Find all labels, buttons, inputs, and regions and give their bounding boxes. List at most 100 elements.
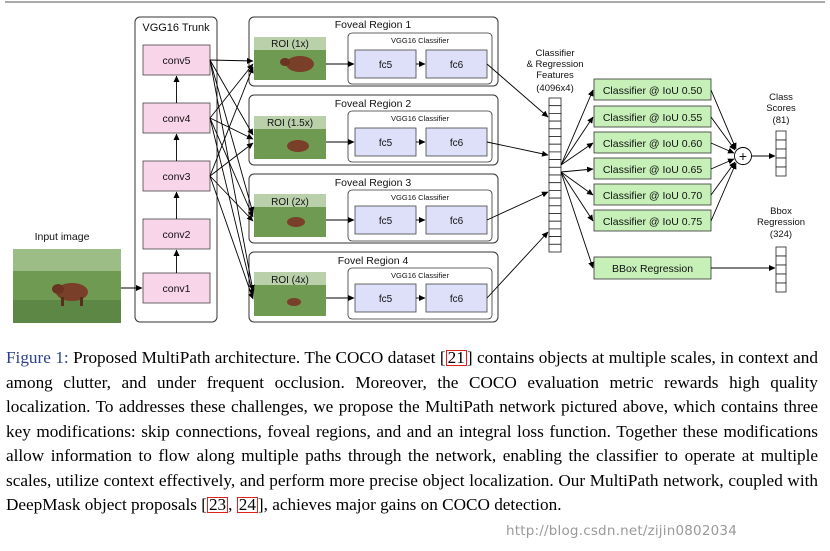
vector-cell [548, 113, 562, 122]
citation-23-link[interactable]: 23 [206, 495, 229, 514]
vector-cell [548, 220, 562, 230]
citation-21-link[interactable]: 21 [445, 348, 467, 367]
classifier-3-frame [347, 189, 493, 242]
fc6-2-box [425, 127, 488, 157]
vector-cell [775, 273, 787, 284]
vector-cell [775, 264, 787, 275]
classifier-to-sum-arrows [710, 89, 737, 222]
citation-24-link[interactable]: 24 [236, 495, 258, 514]
roi-3-label: ROI (2x) [271, 197, 309, 208]
classifier-4-frame [347, 267, 493, 320]
vector-cell [548, 120, 562, 130]
conv5-label: conv5 [162, 55, 190, 67]
trunk-frame [134, 16, 218, 323]
skip-connections [209, 57, 255, 300]
sum-symbol: + [739, 148, 747, 164]
class-scores-vector [775, 130, 787, 177]
classifier-4-title: VGG16 Classifier [391, 271, 449, 280]
class-scores-label-line1: Class [769, 92, 793, 103]
foveal-region-1: Foveal Region 1 ROI (1x) VGG16 Classifie… [248, 16, 499, 87]
vector-cell [548, 105, 562, 114]
multipath-architecture-diagram: VGG16 Trunk conv5 conv4 conv3 conv2 conv… [5, 1, 825, 323]
classifier-2-frame [347, 110, 493, 163]
vector-cell [775, 166, 787, 177]
vector-cell [775, 148, 787, 159]
vector-cell [548, 151, 562, 160]
iou-classifier-075-label: Classifier @ IoU 0.75 [603, 216, 703, 228]
fc5-3-label: fc5 [379, 216, 393, 227]
caption-text-3: ], achieves major gains on COCO detectio… [257, 495, 562, 514]
conv1-label: conv1 [162, 283, 190, 295]
features-to-classifier-arrows [560, 89, 594, 269]
vector-cell [548, 159, 562, 168]
features-label-line1: Classifier [535, 48, 574, 59]
features-label-line4: (4096x4) [536, 83, 574, 94]
vector-cell [548, 197, 562, 207]
vector-cell [775, 130, 787, 141]
iou-classifier-050 [593, 78, 712, 101]
vector-cell [548, 128, 562, 137]
vector-cell [548, 228, 562, 237]
figure-caption: Figure 1: Proposed MultiPath architectur… [6, 346, 818, 518]
fc5-3-box [354, 205, 417, 235]
bbox-out-label-line1: Bbox [770, 206, 792, 217]
conv5-box [142, 44, 211, 76]
classifier-2-title: VGG16 Classifier [391, 114, 449, 123]
iou-classifier-055-label: Classifier @ IoU 0.55 [603, 112, 703, 124]
fc6-4-label: fc6 [450, 294, 464, 305]
iou-classifier-065 [593, 157, 712, 180]
iou-classifier-065-label: Classifier @ IoU 0.65 [603, 164, 703, 176]
iou-classifier-060 [593, 131, 712, 154]
iou-classifier-055 [593, 105, 712, 128]
vector-cell [775, 246, 787, 257]
vector-cell [548, 174, 562, 184]
fc5-2-label: fc5 [379, 138, 393, 149]
vector-cell [548, 136, 562, 145]
iou-classifier-050-label: Classifier @ IoU 0.50 [603, 85, 703, 97]
caption-text-2: ] contains objects at multiple scales, i… [6, 348, 818, 514]
fc6-1-label: fc6 [450, 60, 464, 71]
classifier-3-title: VGG16 Classifier [391, 193, 449, 202]
fc5-2-box [354, 127, 417, 157]
fc6-2-label: fc6 [450, 138, 464, 149]
roi-4-label: ROI (4x) [271, 275, 309, 286]
caption-sep: , [228, 495, 237, 514]
roi-2-label: ROI (1.5x) [267, 118, 313, 129]
vector-cell [548, 189, 562, 199]
input-image-label: Input image [35, 231, 90, 243]
conv3-box [142, 160, 211, 192]
conv2-label: conv2 [162, 229, 190, 241]
fc6-to-features-arrows [486, 63, 549, 299]
fc5-4-label: fc5 [379, 294, 393, 305]
roi-1-label: ROI (1x) [271, 39, 309, 50]
vector-cell [548, 166, 562, 176]
iou-classifier-070-label: Classifier @ IoU 0.70 [603, 190, 703, 202]
vector-cell [548, 97, 562, 107]
conv3-label: conv3 [162, 171, 190, 183]
caption-label: Figure 1: [6, 348, 69, 367]
feature-vector [548, 97, 562, 253]
bbox-out-label-line2: Regression [757, 217, 805, 228]
conv4-label: conv4 [162, 113, 190, 125]
foveal-region-2: Foveal Region 2 ROI (1.5x) VGG16 Classif… [248, 94, 499, 166]
foveal-region-3: Foveal Region 3 ROI (2x) VGG16 Classifie… [248, 173, 499, 244]
conv1-box [142, 272, 211, 304]
fc5-1-box [354, 49, 417, 79]
vector-cell [548, 243, 562, 253]
trunk-title: VGG16 Trunk [142, 22, 210, 34]
foveal-region-4: Fovel Region 4 ROI (4x) VGG16 Classifier… [248, 251, 499, 323]
vector-cell [548, 143, 562, 153]
vector-cell [548, 205, 562, 214]
watermark: http://blog.csdn.net/zijin0802034 [506, 523, 737, 539]
bbox-output-vector [775, 246, 787, 293]
vector-cell [775, 255, 787, 266]
fc5-1-label: fc5 [379, 60, 393, 71]
iou-classifier-060-label: Classifier @ IoU 0.60 [603, 138, 703, 150]
class-scores-label-line3: (81) [773, 115, 790, 126]
bbox-regression-label: BBox Regression [612, 263, 693, 275]
classifier-1-frame [347, 32, 493, 85]
vector-cell [548, 236, 562, 245]
foveal-region-2-title: Foveal Region 2 [335, 98, 412, 110]
fc6-3-box [425, 205, 488, 235]
vector-cell [775, 139, 787, 150]
